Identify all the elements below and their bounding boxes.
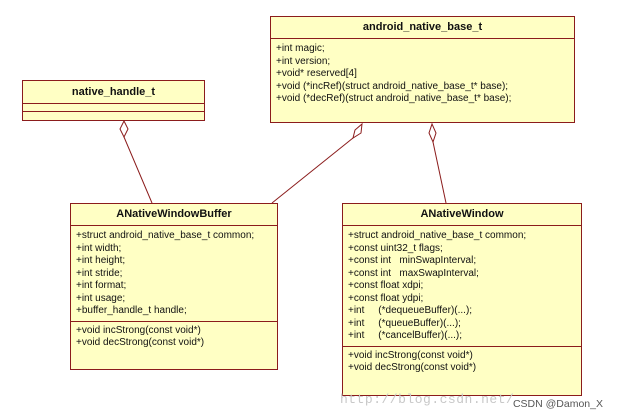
aggregation-line bbox=[123, 136, 153, 204]
aggregation-base-to-buffer bbox=[271, 122, 363, 204]
operation: +void decStrong(const void*) bbox=[348, 362, 477, 373]
attribute: +const uint32_t flags; bbox=[348, 242, 443, 254]
class-anativewindowbuffer[interactable]: ANativeWindowBuffer +struct android_nati… bbox=[70, 203, 278, 370]
class-name: ANativeWindowBuffer bbox=[71, 204, 277, 226]
attribute: +const float xdpi; bbox=[348, 280, 424, 291]
attribute: +const float ydpi; bbox=[348, 292, 424, 304]
operation: +void incStrong(const void*) bbox=[76, 324, 201, 336]
attribute: +int usage; bbox=[76, 292, 126, 304]
attribute: +int width; bbox=[76, 242, 122, 254]
operations-section: +void incStrong(const void*) +void decSt… bbox=[343, 347, 581, 378]
operation: +void decStrong(const void*) bbox=[76, 337, 205, 348]
attribute: +const int minSwapInterval; bbox=[348, 255, 477, 266]
class-name: ANativeWindow bbox=[343, 204, 581, 226]
attribute: +int stride; bbox=[76, 267, 123, 279]
attribute: +struct android_native_base_t common; bbox=[76, 230, 255, 241]
blog-watermark: http://blog.csdn.net/ bbox=[340, 392, 515, 407]
attribute: +void (*incRef)(struct android_native_ba… bbox=[276, 80, 509, 92]
class-name: native_handle_t bbox=[23, 81, 204, 104]
attributes-section bbox=[23, 104, 204, 112]
aggregation-diamond bbox=[352, 122, 363, 140]
attribute: +int version; bbox=[276, 55, 331, 67]
attribute: +int (*cancelBuffer)(...); bbox=[348, 330, 463, 341]
attribute: +buffer_handle_t handle; bbox=[76, 305, 187, 316]
class-native-handle-t[interactable]: native_handle_t bbox=[22, 80, 205, 121]
attribute: +void* reserved[4] bbox=[276, 68, 357, 79]
aggregation-diamond bbox=[119, 119, 129, 139]
attribute: +int (*dequeueBuffer)(...); bbox=[348, 305, 473, 316]
attribute: +const int maxSwapInterval; bbox=[348, 267, 479, 279]
attribute: +int (*queueBuffer)(...); bbox=[348, 317, 461, 329]
class-name: android_native_base_t bbox=[271, 17, 574, 39]
aggregation-line bbox=[271, 137, 354, 204]
operations-section bbox=[23, 112, 204, 120]
class-android-native-base-t[interactable]: android_native_base_t +int magic; +int v… bbox=[270, 16, 575, 123]
attribute: +void (*decRef)(struct android_native_ba… bbox=[276, 93, 512, 104]
attribute: +int height; bbox=[76, 255, 126, 266]
operations-section: +void incStrong(const void*) +void decSt… bbox=[71, 322, 277, 353]
attributes-section: +struct android_native_base_t common; +i… bbox=[71, 226, 277, 322]
aggregation-native-handle-to-buffer bbox=[119, 119, 153, 204]
attribute: +int magic; bbox=[276, 43, 325, 54]
class-anativewindow[interactable]: ANativeWindow +struct android_native_bas… bbox=[342, 203, 582, 396]
aggregation-base-to-window bbox=[428, 122, 447, 204]
csdn-watermark: CSDN @Damon_X bbox=[511, 398, 604, 410]
operation: +void incStrong(const void*) bbox=[348, 349, 473, 361]
attribute: +int format; bbox=[76, 280, 127, 291]
aggregation-line bbox=[432, 141, 447, 204]
attributes-section: +int magic; +int version; +void* reserve… bbox=[271, 39, 574, 109]
attributes-section: +struct android_native_base_t common; +c… bbox=[343, 226, 581, 347]
attribute: +struct android_native_base_t common; bbox=[348, 230, 527, 241]
aggregation-diamond bbox=[428, 122, 437, 144]
